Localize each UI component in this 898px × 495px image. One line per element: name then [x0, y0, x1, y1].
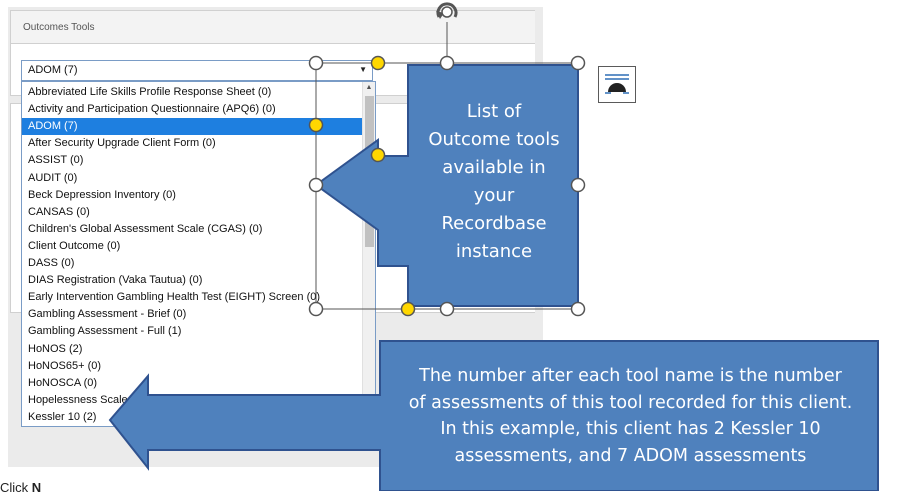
tools-callout-text: List of Outcome tools available in your …	[412, 98, 576, 266]
tools-callout-line: List of	[466, 101, 522, 122]
dropdown-option[interactable]: Client Outcome (0)	[28, 239, 121, 252]
dropdown-arrow-icon[interactable]: ▼	[359, 65, 367, 74]
handle-top-left[interactable]	[308, 55, 324, 71]
adjust-handle-4[interactable]	[400, 301, 416, 317]
adjustment-handles[interactable]	[308, 55, 416, 317]
adjust-handle-3[interactable]	[370, 147, 386, 163]
dropdown-option[interactable]: CANSAS (0)	[28, 205, 90, 218]
dropdown-option[interactable]: Hopelessness Scale (0)	[28, 393, 145, 406]
dropdown-option[interactable]: Activity and Participation Questionnaire…	[28, 103, 276, 116]
scroll-up-icon[interactable]: ▲	[365, 84, 373, 91]
dropdown-option[interactable]: HoNOS (2)	[28, 342, 83, 355]
handle-top-right[interactable]	[570, 55, 586, 71]
dropdown-option[interactable]: After Security Upgrade Client Form (0)	[28, 137, 216, 150]
dropdown-option[interactable]: Children's Global Assessment Scale (CGAS…	[28, 222, 263, 235]
dropdown-option[interactable]: AUDIT (0)	[28, 171, 78, 184]
handle-bottom-right[interactable]	[570, 301, 586, 317]
tools-callout-line: instance	[455, 241, 533, 262]
tools-callout-line: Recordbase	[441, 213, 547, 234]
dropdown-option[interactable]: ASSIST (0)	[28, 154, 84, 167]
instruction-bold: N	[31, 480, 42, 495]
dropdown-option[interactable]: Gambling Assessment - Brief (0)	[28, 308, 187, 321]
resize-handles[interactable]	[308, 55, 586, 317]
number-callout-text: The number after each tool name is the n…	[383, 363, 878, 469]
handle-top-center[interactable]	[439, 55, 455, 71]
handle-middle-right[interactable]	[570, 177, 586, 193]
dropdown-option[interactable]: Abbreviated Life Skills Profile Response…	[28, 86, 272, 98]
dropdown-option[interactable]: Beck Depression Inventory (0)	[28, 188, 176, 201]
outcome-tool-select[interactable]: ADOM (7) ▼	[21, 60, 373, 81]
tools-callout-line: Outcome tools	[428, 129, 560, 150]
handle-middle-left[interactable]	[308, 177, 324, 193]
adjust-handle-1[interactable]	[370, 55, 386, 71]
number-callout-line: The number after each tool name is the n…	[419, 366, 842, 386]
dropdown-option[interactable]: Gambling Assessment - Full (1)	[28, 325, 182, 338]
number-callout-line: of assessments of this tool recorded for…	[408, 392, 853, 413]
number-callout-line: assessments, and 7 ADOM assessments	[454, 445, 807, 466]
dropdown-option[interactable]: DASS (0)	[28, 257, 75, 269]
handle-bottom-center[interactable]	[439, 301, 455, 317]
tools-callout-line: your	[473, 185, 515, 206]
select-value: ADOM (7)	[28, 64, 78, 76]
dropdown-option[interactable]: HoNOS65+ (0)	[28, 359, 102, 372]
number-callout-shape[interactable]	[108, 340, 879, 491]
dropdown-option[interactable]: DIAS Registration (Vaka Tautua) (0)	[28, 274, 203, 287]
dropdown-option[interactable]: Early Intervention Gambling Health Test …	[28, 291, 321, 304]
dropdown-option[interactable]: HoNOSCA (0)	[28, 376, 98, 389]
panel-title: Outcomes Tools	[23, 22, 95, 33]
adjust-handle-2[interactable]	[308, 117, 324, 133]
number-callout-line: In this example, this client has 2 Kessl…	[440, 419, 821, 439]
layout-options-icon[interactable]	[598, 66, 636, 103]
tools-callout-line: available in	[442, 157, 546, 178]
dropdown-option[interactable]: Kessler 10 (2)	[28, 410, 97, 423]
handle-bottom-left[interactable]	[308, 301, 324, 317]
dropdown-option[interactable]: ADOM (7)	[22, 118, 363, 136]
rotate-handle-icon[interactable]	[436, 2, 458, 19]
